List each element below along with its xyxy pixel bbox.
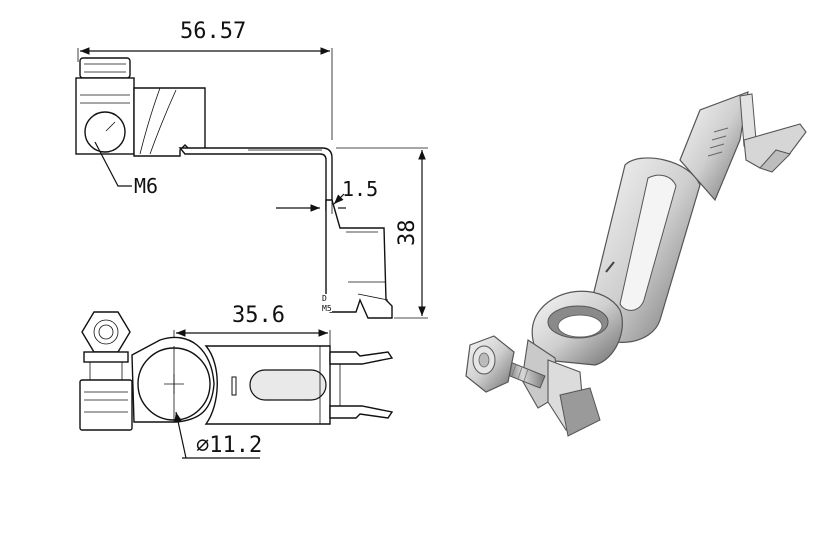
- isometric-render: [465, 91, 807, 437]
- svg-text:M5: M5: [322, 304, 332, 313]
- side-view: 56.57 D M5: [75, 19, 428, 319]
- thread-callout: M6: [94, 141, 158, 198]
- height-label: 38: [395, 220, 420, 247]
- top-nut: [79, 311, 133, 431]
- top-view: 35.6: [79, 303, 394, 459]
- svg-text:D: D: [322, 294, 327, 303]
- center-distance-dimension: 35.6: [173, 303, 331, 362]
- top-ring-clamp: [131, 336, 215, 423]
- thickness-label: 1.5: [342, 177, 378, 201]
- hole-diameter-callout: ∅11.2: [174, 411, 262, 459]
- center-distance-label: 35.6: [232, 303, 285, 328]
- overall-length-label: 56.57: [180, 19, 246, 44]
- overall-length-dimension: 56.57: [77, 19, 333, 140]
- hole-diameter-label: ∅11.2: [196, 433, 262, 458]
- thickness-dimension: 1.5: [276, 177, 378, 214]
- top-strap: [204, 345, 394, 425]
- thread-label: M6: [134, 174, 158, 198]
- height-dimension: 38: [336, 147, 428, 319]
- side-clamp-body: D M5: [75, 57, 393, 319]
